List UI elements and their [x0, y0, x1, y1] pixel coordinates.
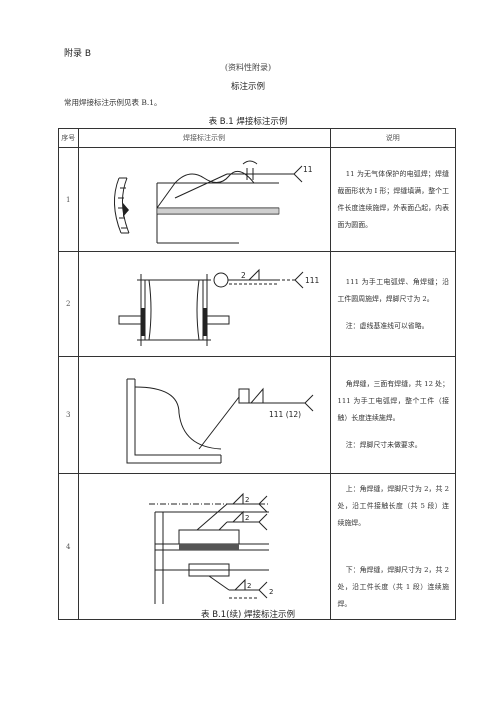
description-text: 11 为无气体保护的电弧焊；焊缝截面形状为 I 形；焊缝填满，整个工件长度连续施…: [337, 169, 449, 229]
description-text: 111 为手工电弧焊、角焊缝；沿工件圆周施焊，焊脚尺寸为 2。: [337, 277, 449, 303]
description-cell: 角焊缝，三面有焊缝，共 12 处；111 为手工电弧焊，整个工件（接触）长度连续…: [329, 356, 457, 474]
weld-figure-cell: 111 (12): [77, 356, 331, 474]
column-header-description: 说明: [329, 128, 457, 148]
process-number-label: 11: [303, 165, 313, 174]
table-row: 4: [58, 473, 457, 620]
row-number: 1: [58, 147, 79, 252]
table-row: 1: [58, 147, 457, 252]
weld-size-label: 2: [245, 496, 249, 504]
weld-annotation-table: 序号 焊接标注示例 说明 1: [58, 128, 457, 620]
weld-figure-4: 2 2 2 2: [148, 492, 273, 604]
weld-figure-cell: 11: [77, 147, 331, 252]
description-note: 注：虚线基准线可以省略。: [345, 321, 429, 330]
row-number: 3: [58, 356, 79, 474]
annex-title: 标注示例: [230, 82, 265, 92]
weld-figure-cell: 2 2 2 2: [77, 473, 331, 620]
description-cell: 11 为无气体保护的电弧焊；焊缝截面形状为 I 形；焊缝填满，整个工件长度连续施…: [329, 147, 457, 252]
informative-note: (资料性附录): [224, 63, 272, 72]
table-title: 表 B.1 焊接标注示例: [208, 117, 288, 127]
table-row: 3 111 (12): [58, 356, 457, 474]
description-note: 注：焊脚尺寸未做要求。: [345, 441, 422, 449]
table-header-row: 序号 焊接标注示例 说明: [58, 128, 457, 148]
description-cell: 111 为手工电弧焊、角焊缝；沿工件圆周施焊，焊脚尺寸为 2。 注：虚线基准线可…: [329, 251, 457, 357]
row-number: 4: [58, 473, 79, 620]
weld-size-label: 2: [241, 271, 246, 280]
table-continued-title: 表 B.1(续) 焊接标注示例: [201, 610, 295, 620]
weld-size-label: 2: [247, 582, 251, 590]
intro-paragraph: 常用焊接标注示例见表 B.1。: [64, 98, 162, 107]
description-cell: 上：角焊缝，焊脚尺寸为 2，共 2 处，沿工件接触长度（共 5 段）连续施焊。 …: [329, 473, 457, 620]
column-header-example: 焊接标注示例: [77, 128, 331, 148]
weld-size-label: 2: [269, 588, 273, 596]
row-number: 2: [58, 251, 79, 357]
weld-figure-2: 2 111: [118, 268, 320, 346]
weld-figure-3: 111 (12): [126, 378, 313, 464]
process-number-label: 111: [305, 276, 320, 285]
description-text-lower: 下：角焊缝，焊脚尺寸为 2，共 2 处，沿工件长度（共 1 段）连续施焊。: [337, 565, 449, 608]
weld-size-label: 2: [245, 514, 249, 522]
weld-figure-1: 11: [113, 160, 313, 244]
description-text: 角焊缝，三面有焊缝，共 12 处；111 为手工电弧焊，整个工件（接触）长度连续…: [337, 380, 449, 422]
appendix-label: 附录 B: [64, 49, 92, 59]
description-text-upper: 上：角焊缝，焊脚尺寸为 2，共 2 处，沿工件接触长度（共 5 段）连续施焊。: [337, 484, 449, 527]
table-row: 2: [58, 251, 457, 357]
process-count-label: 111 (12): [269, 410, 301, 419]
weld-figure-cell: 2 111: [77, 251, 331, 357]
column-header-no: 序号: [58, 128, 79, 148]
